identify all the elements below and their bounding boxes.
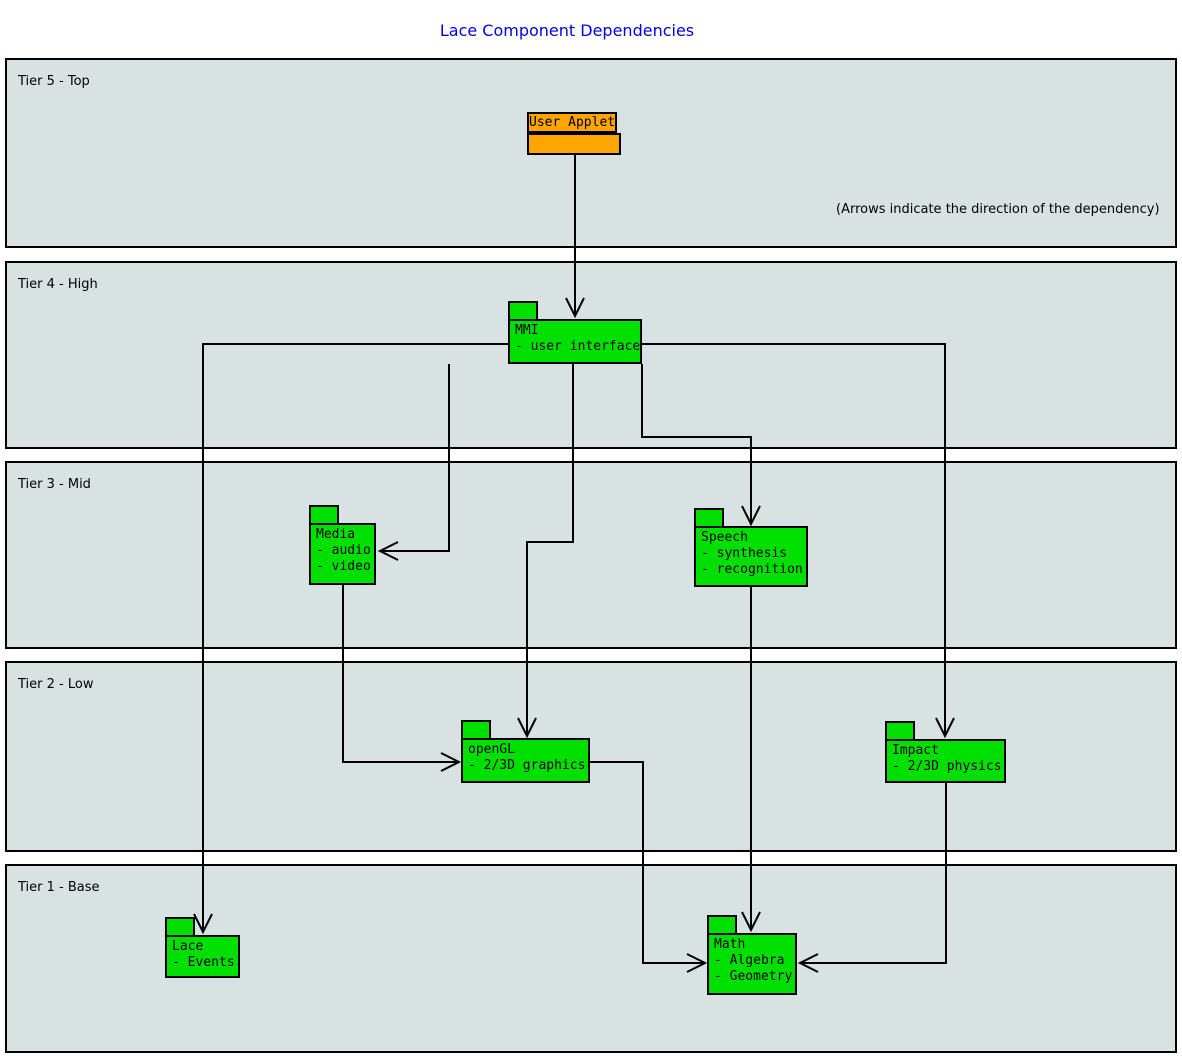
node-math-detail: - Algebra bbox=[714, 953, 785, 968]
node-math-detail: - Geometry bbox=[714, 969, 793, 984]
node-impact-tab bbox=[885, 721, 915, 741]
tier-3-band: Tier 3 - Mid bbox=[5, 461, 1177, 649]
tier-1-label: Tier 1 - Base bbox=[18, 880, 100, 895]
node-opengl-tab bbox=[461, 720, 491, 740]
node-media-tab bbox=[309, 505, 339, 525]
node-impact-label: Impact bbox=[892, 743, 939, 758]
diagram-title: Lace Component Dependencies bbox=[439, 21, 695, 40]
node-impact: Impact - 2/3D physics bbox=[885, 721, 1006, 783]
node-media-label: Media bbox=[316, 527, 356, 542]
dependency-direction-note: (Arrows indicate the direction of the de… bbox=[836, 202, 1160, 217]
node-math-tab bbox=[707, 915, 737, 935]
node-media-detail: - video bbox=[316, 559, 371, 574]
node-media-detail: - audio bbox=[316, 543, 371, 558]
node-mmi-detail: - user interface bbox=[515, 339, 641, 354]
node-mmi-body: MMI - user interface bbox=[508, 319, 642, 364]
node-lace-label: Lace bbox=[172, 939, 204, 954]
node-lace-detail: - Events bbox=[172, 955, 235, 970]
node-speech-body: Speech - synthesis - recognition bbox=[694, 526, 808, 587]
tier-5-label: Tier 5 - Top bbox=[18, 74, 90, 89]
node-speech-detail: - synthesis bbox=[701, 546, 788, 561]
node-lace: Lace - Events bbox=[165, 917, 240, 978]
node-media: Media - audio - video bbox=[309, 505, 376, 585]
node-user-applet-body bbox=[527, 133, 621, 155]
node-speech-label: Speech bbox=[701, 530, 748, 545]
node-impact-body: Impact - 2/3D physics bbox=[885, 739, 1006, 783]
node-speech: Speech - synthesis - recognition bbox=[694, 508, 808, 587]
node-mmi-tab bbox=[508, 301, 538, 321]
node-lace-tab bbox=[165, 917, 195, 937]
node-lace-body: Lace - Events bbox=[165, 935, 240, 978]
node-media-body: Media - audio - video bbox=[309, 523, 376, 585]
node-mmi-label: MMI bbox=[515, 323, 539, 338]
node-speech-detail: - recognition bbox=[701, 562, 803, 577]
node-opengl-detail: - 2/3D graphics bbox=[468, 758, 586, 773]
node-math-body: Math - Algebra - Geometry bbox=[707, 933, 797, 995]
node-opengl: openGL - 2/3D graphics bbox=[461, 720, 590, 783]
node-opengl-label: openGL bbox=[468, 742, 515, 757]
node-math-label: Math bbox=[714, 937, 746, 952]
tier-4-band: Tier 4 - High bbox=[5, 261, 1177, 449]
node-math: Math - Algebra - Geometry bbox=[707, 915, 797, 995]
node-speech-tab bbox=[694, 508, 724, 528]
node-user-applet-label: User Applet bbox=[527, 112, 617, 133]
node-user-applet: User Applet bbox=[527, 112, 621, 155]
tier-2-label: Tier 2 - Low bbox=[18, 677, 94, 692]
tier-3-label: Tier 3 - Mid bbox=[18, 477, 91, 492]
node-impact-detail: - 2/3D physics bbox=[892, 759, 1002, 774]
node-opengl-body: openGL - 2/3D graphics bbox=[461, 738, 590, 783]
tier-4-label: Tier 4 - High bbox=[18, 277, 98, 292]
node-mmi: MMI - user interface bbox=[508, 301, 642, 364]
